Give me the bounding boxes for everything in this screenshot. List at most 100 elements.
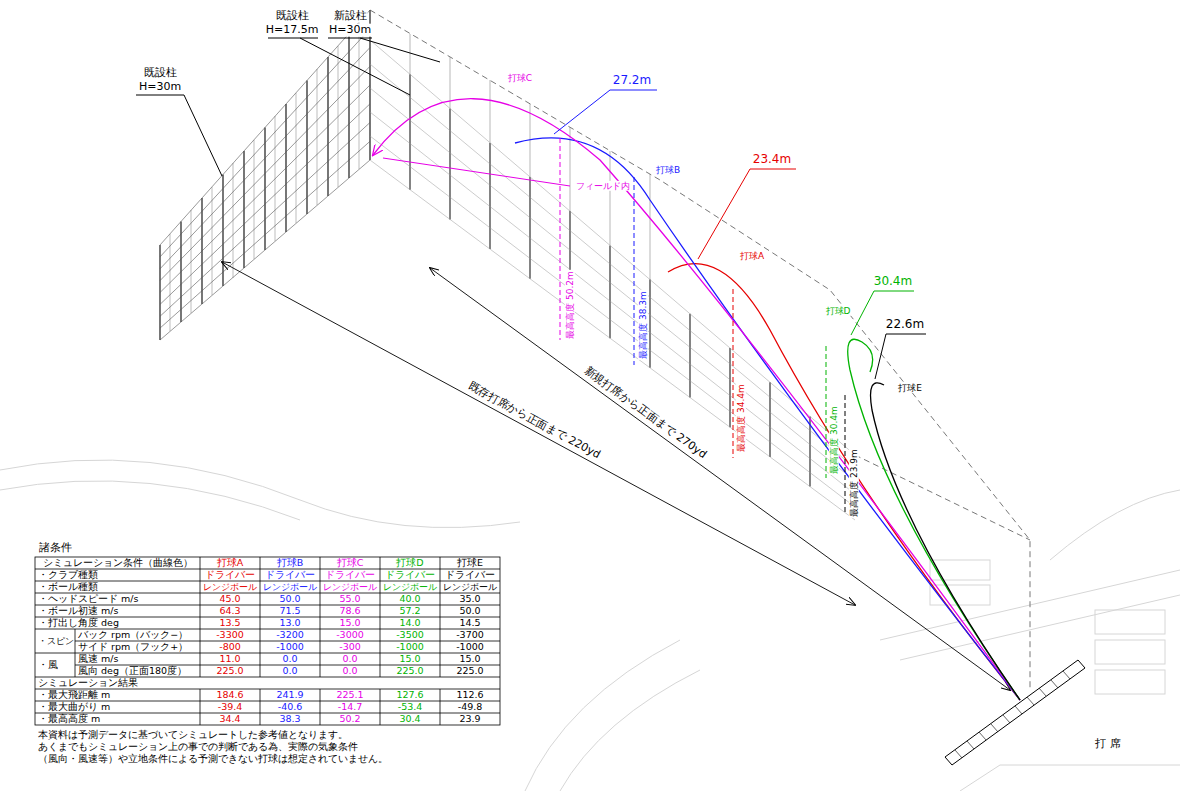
table-value: ドライバー: [440, 569, 500, 581]
table-header: 打球B: [260, 557, 320, 569]
ball-label: 打球B: [655, 165, 681, 175]
table-value: -300: [320, 641, 380, 653]
table-value: -49.8: [440, 701, 500, 713]
table-value: 50.0: [260, 593, 320, 605]
pole-label: 既設柱: [143, 67, 178, 80]
distance-label: 既存打席から正面まで 220yd: [465, 380, 603, 462]
row-label: ・ボール初速 m/s: [35, 605, 200, 617]
ball-trajectories: [373, 99, 1020, 700]
height-callout: 22.6m: [885, 318, 925, 332]
table-value: 45.0: [200, 593, 260, 605]
table-value: 35.0: [440, 593, 500, 605]
max-height-label: 最高高度 38.3m: [638, 290, 648, 360]
row-label: ・クラブ種類: [35, 569, 200, 581]
pole-label: 既設柱: [275, 10, 310, 23]
left-fence: [160, 10, 370, 340]
table-value: レンジボール: [440, 581, 500, 593]
table-value: 0.0: [320, 653, 380, 665]
table-value: 225.0: [200, 665, 260, 677]
trajectory-c: [373, 99, 1020, 700]
table-value: レンジボール: [380, 581, 440, 593]
table-value: -800: [200, 641, 260, 653]
table-value: 78.6: [320, 605, 380, 617]
ball-label: 打球E: [897, 383, 923, 393]
leader-lines: [136, 38, 926, 379]
table-value: 13.5: [200, 617, 260, 629]
table-value: -14.7: [320, 701, 380, 713]
table-value: 0.0: [260, 653, 320, 665]
max-height-label: 最高高度 30.4m: [829, 405, 839, 475]
table-value: -3000: [320, 629, 380, 641]
table-value: 15.0: [440, 653, 500, 665]
table-value: レンジボール: [260, 581, 320, 593]
row-label: ・最大飛距離 m: [35, 689, 200, 701]
max-height-label: 最高高度 23.9m: [849, 448, 859, 518]
height-callout: 23.4m: [752, 153, 792, 167]
table-value: 127.6: [380, 689, 440, 701]
row-label: 風向 deg（正面180度）: [75, 665, 200, 677]
table-value: -53.4: [380, 701, 440, 713]
table-value: レンジボール: [320, 581, 380, 593]
height-drop-lines: [560, 138, 845, 513]
table-value: 23.9: [440, 713, 500, 725]
table-value: 34.4: [200, 713, 260, 725]
height-callout: 30.4m: [873, 275, 913, 289]
table-value: ドライバー: [380, 569, 440, 581]
table-value: 112.6: [440, 689, 500, 701]
site-map-background: [0, 460, 1180, 791]
table-value: 0.0: [320, 665, 380, 677]
side-fence: [370, 10, 1030, 690]
table-value: -3200: [260, 629, 320, 641]
row-group-label: ・スピン: [35, 629, 75, 653]
row-label: サイド rpm（フック+）: [75, 641, 200, 653]
ball-label: 打球C: [507, 73, 533, 83]
row-group-label: ・風: [35, 653, 75, 677]
height-callout: 27.2m: [612, 74, 652, 88]
note-text: （風向・風速等）や立地条件による予測できない打球は想定されていません。: [35, 753, 555, 765]
section-label: シミュレーション結果: [35, 677, 500, 689]
trajectory-b: [515, 138, 1020, 700]
ball-label: 打球D: [825, 306, 852, 316]
row-label: 風速 m/s: [75, 653, 200, 665]
table-value: 13.0: [260, 617, 320, 629]
pole-label: 新設柱: [333, 10, 368, 23]
table-value: 15.0: [320, 617, 380, 629]
table-value: 225.0: [440, 665, 500, 677]
table-value: 15.0: [380, 653, 440, 665]
row-label: ・最大曲がり m: [35, 701, 200, 713]
table-value: -39.4: [200, 701, 260, 713]
table-value: レンジボール: [200, 581, 260, 593]
row-label: ・ボール種類: [35, 581, 200, 593]
table-value: 225.1: [320, 689, 380, 701]
pole-height: H=30m: [138, 81, 182, 94]
table-value: -3700: [440, 629, 500, 641]
table-header: 打球A: [200, 557, 260, 569]
row-label: バック rpm（バック−）: [75, 629, 200, 641]
note-text: あくまでもシミュレーション上の事での判断である為、実際の気象条件: [35, 741, 555, 753]
table-value: -1000: [260, 641, 320, 653]
field-note: フィールド内: [575, 181, 631, 191]
table-value: -3300: [200, 629, 260, 641]
table-value: ドライバー: [320, 569, 380, 581]
table-header: 打球E: [440, 557, 500, 569]
table-value: 57.2: [380, 605, 440, 617]
row-label: ・最高高度 m: [35, 713, 200, 725]
table-value: -1000: [380, 641, 440, 653]
table-value: -1000: [440, 641, 500, 653]
table-value: 14.5: [440, 617, 500, 629]
table-value: 14.0: [380, 617, 440, 629]
tee-area: [945, 660, 1085, 765]
row-label: ・打出し角度 deg: [35, 617, 200, 629]
table-title: 諸条件: [36, 540, 156, 555]
tee-label: 打 席: [1094, 738, 1122, 751]
ball-label: 打球A: [739, 251, 765, 261]
table-value: 241.9: [260, 689, 320, 701]
note-text: 本資料は予測データに基づいてシミュレートした参考値となります。: [35, 729, 555, 741]
table-header: 打球D: [380, 557, 440, 569]
table-value: 40.0: [380, 593, 440, 605]
row-label: ・ヘッドスピード m/s: [35, 593, 200, 605]
max-height-label: 最高高度 34.4m: [736, 383, 746, 453]
table-header: 打球C: [320, 557, 380, 569]
trajectory-d: [848, 339, 1020, 700]
